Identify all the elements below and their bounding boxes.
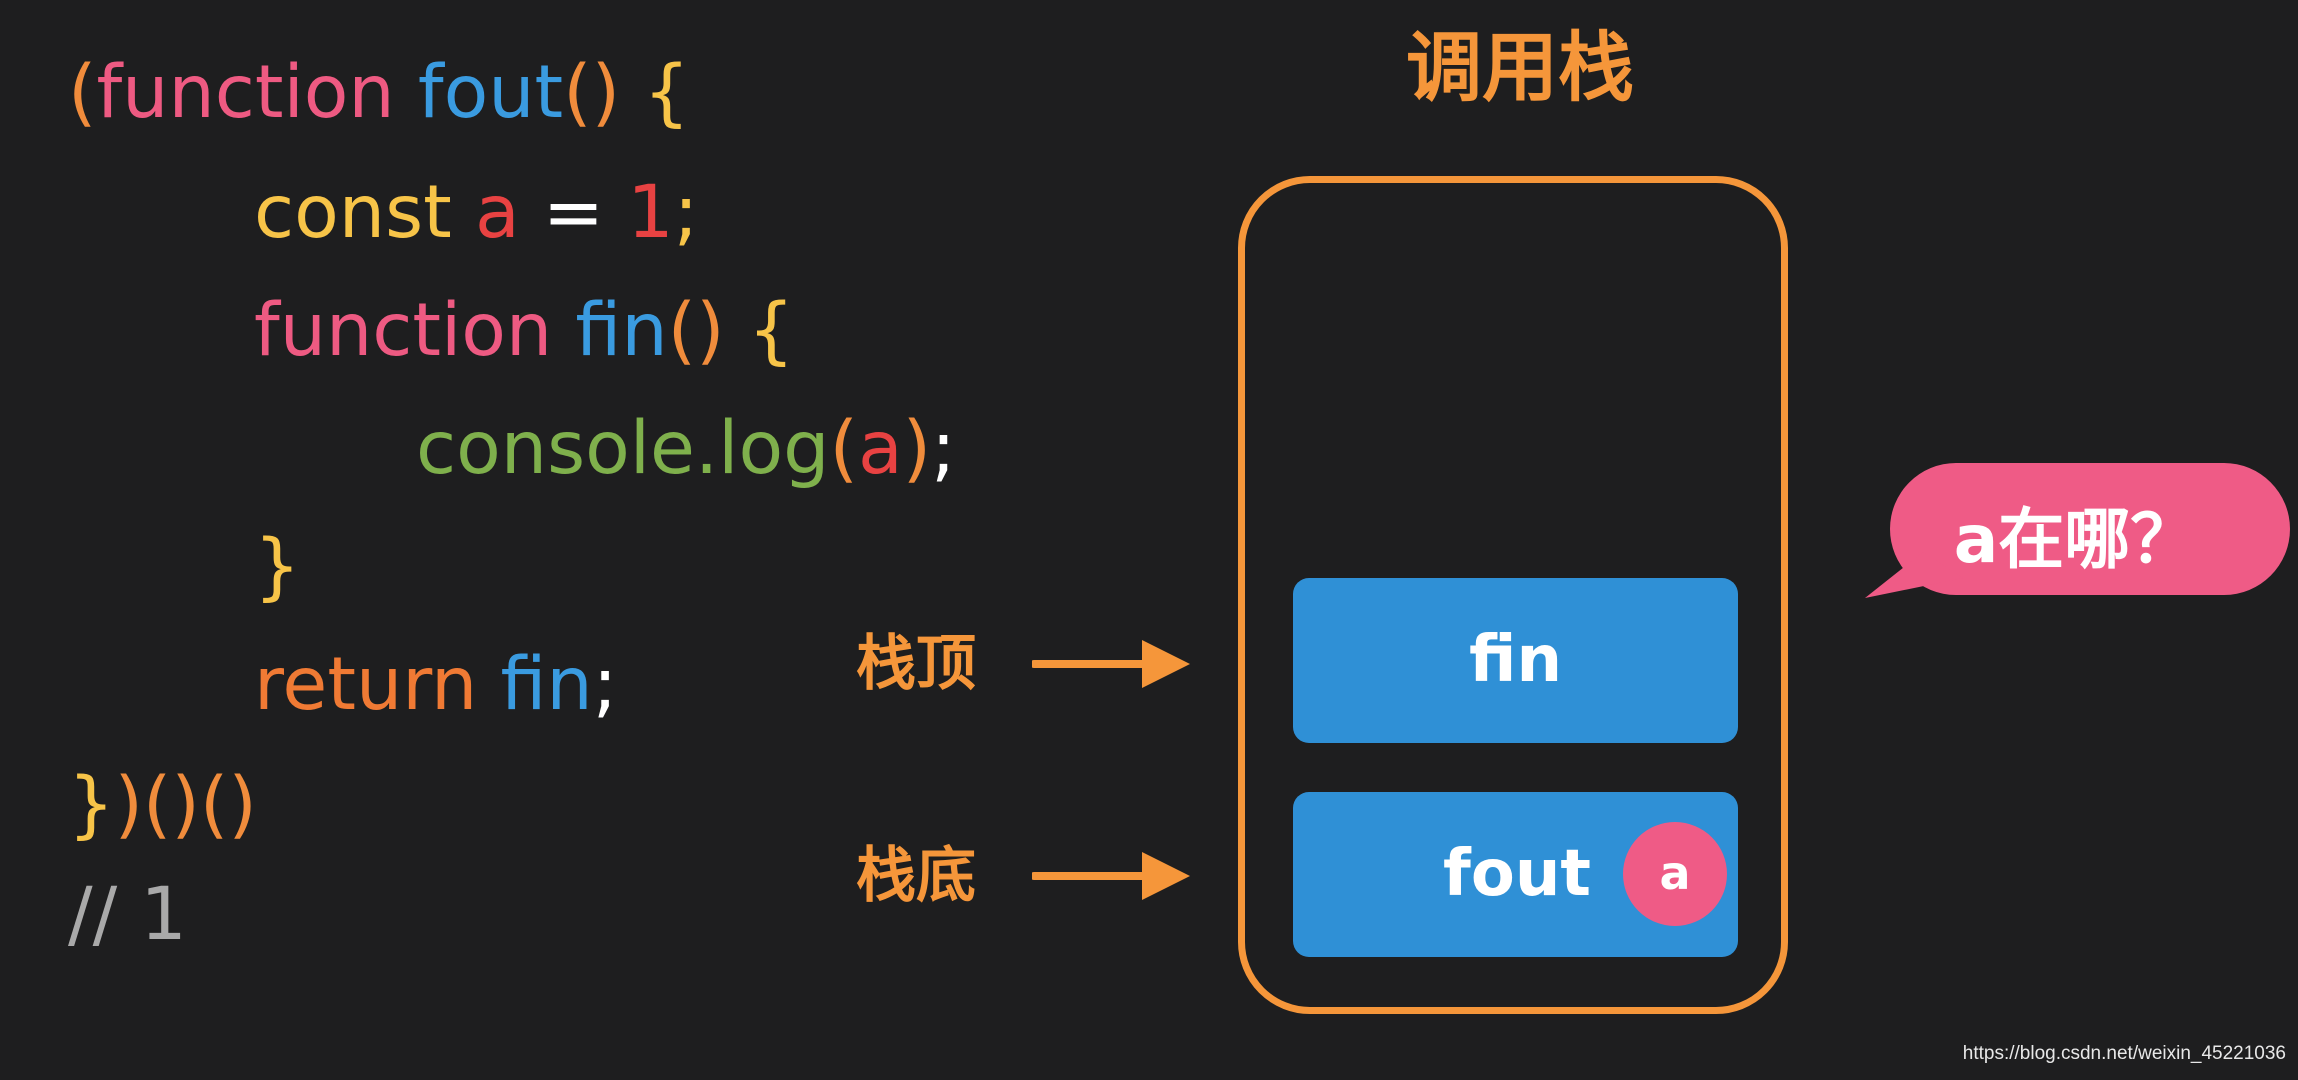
call-stack-container bbox=[1238, 176, 1788, 1014]
call-stack-title: 调用栈 bbox=[1406, 23, 1634, 112]
code-token: a bbox=[474, 170, 520, 255]
code-token: 1 bbox=[627, 170, 674, 255]
code-token: ; bbox=[673, 170, 699, 255]
stack-frame-fin-label: fin bbox=[1469, 623, 1562, 697]
code-line-4: console.log(a); bbox=[416, 404, 956, 494]
code-token: return bbox=[254, 642, 478, 727]
code-token: ( bbox=[829, 406, 858, 491]
code-token: ( bbox=[68, 50, 97, 135]
code-comment: // 1 bbox=[68, 870, 187, 960]
stack-bottom-arrow-icon bbox=[1032, 852, 1190, 900]
code-token: a bbox=[857, 406, 903, 491]
code-token: ) bbox=[902, 406, 932, 491]
stack-top-arrow-icon bbox=[1032, 640, 1190, 688]
code-token: function bbox=[96, 50, 395, 135]
code-token bbox=[620, 50, 643, 135]
code-token: () bbox=[667, 288, 725, 373]
code-line-2: const a = 1; bbox=[254, 168, 698, 258]
watermark-url: https://blog.csdn.net/weixin_45221036 bbox=[1962, 1043, 2286, 1064]
code-token: fin bbox=[500, 642, 593, 727]
code-token: } bbox=[254, 524, 301, 609]
stack-bottom-label: 栈底 bbox=[856, 841, 976, 911]
code-line-3: function fin() { bbox=[254, 286, 794, 376]
code-block: (function fout() { const a = 1; function… bbox=[68, 0, 956, 957]
code-token: { bbox=[643, 50, 690, 135]
code-token: { bbox=[747, 288, 795, 373]
code-token: )()() bbox=[114, 762, 257, 847]
code-token: = bbox=[519, 170, 628, 255]
speech-bubble bbox=[1865, 463, 2290, 598]
code-token: () bbox=[563, 50, 621, 135]
stack-frame-fin: fin bbox=[1293, 578, 1738, 743]
code-token: } bbox=[68, 762, 115, 847]
code-token: fout bbox=[417, 50, 564, 135]
code-token bbox=[452, 170, 475, 255]
code-token bbox=[395, 50, 418, 135]
code-token: fin bbox=[575, 288, 668, 373]
code-token: ; bbox=[931, 406, 956, 491]
stack-frame-fout-label: fout bbox=[1443, 837, 1591, 911]
code-token: const bbox=[254, 170, 452, 255]
code-line-6: return fin; bbox=[254, 640, 617, 730]
code-line-1: (function fout() { bbox=[68, 48, 690, 138]
code-token bbox=[477, 642, 500, 727]
variable-a-badge: a bbox=[1623, 822, 1727, 926]
code-token: ; bbox=[592, 642, 618, 727]
stack-frame-fout: fout a bbox=[1293, 792, 1738, 957]
stack-top-label: 栈顶 bbox=[856, 629, 976, 699]
code-token: function bbox=[254, 288, 553, 373]
code-line-7: })()() bbox=[68, 760, 257, 850]
code-token bbox=[725, 288, 748, 373]
speech-bubble-text: a在哪？ bbox=[1953, 501, 2197, 578]
code-token: console.log bbox=[416, 406, 830, 491]
code-line-5: } bbox=[254, 522, 300, 612]
code-token: // 1 bbox=[68, 872, 187, 957]
code-token bbox=[552, 288, 575, 373]
